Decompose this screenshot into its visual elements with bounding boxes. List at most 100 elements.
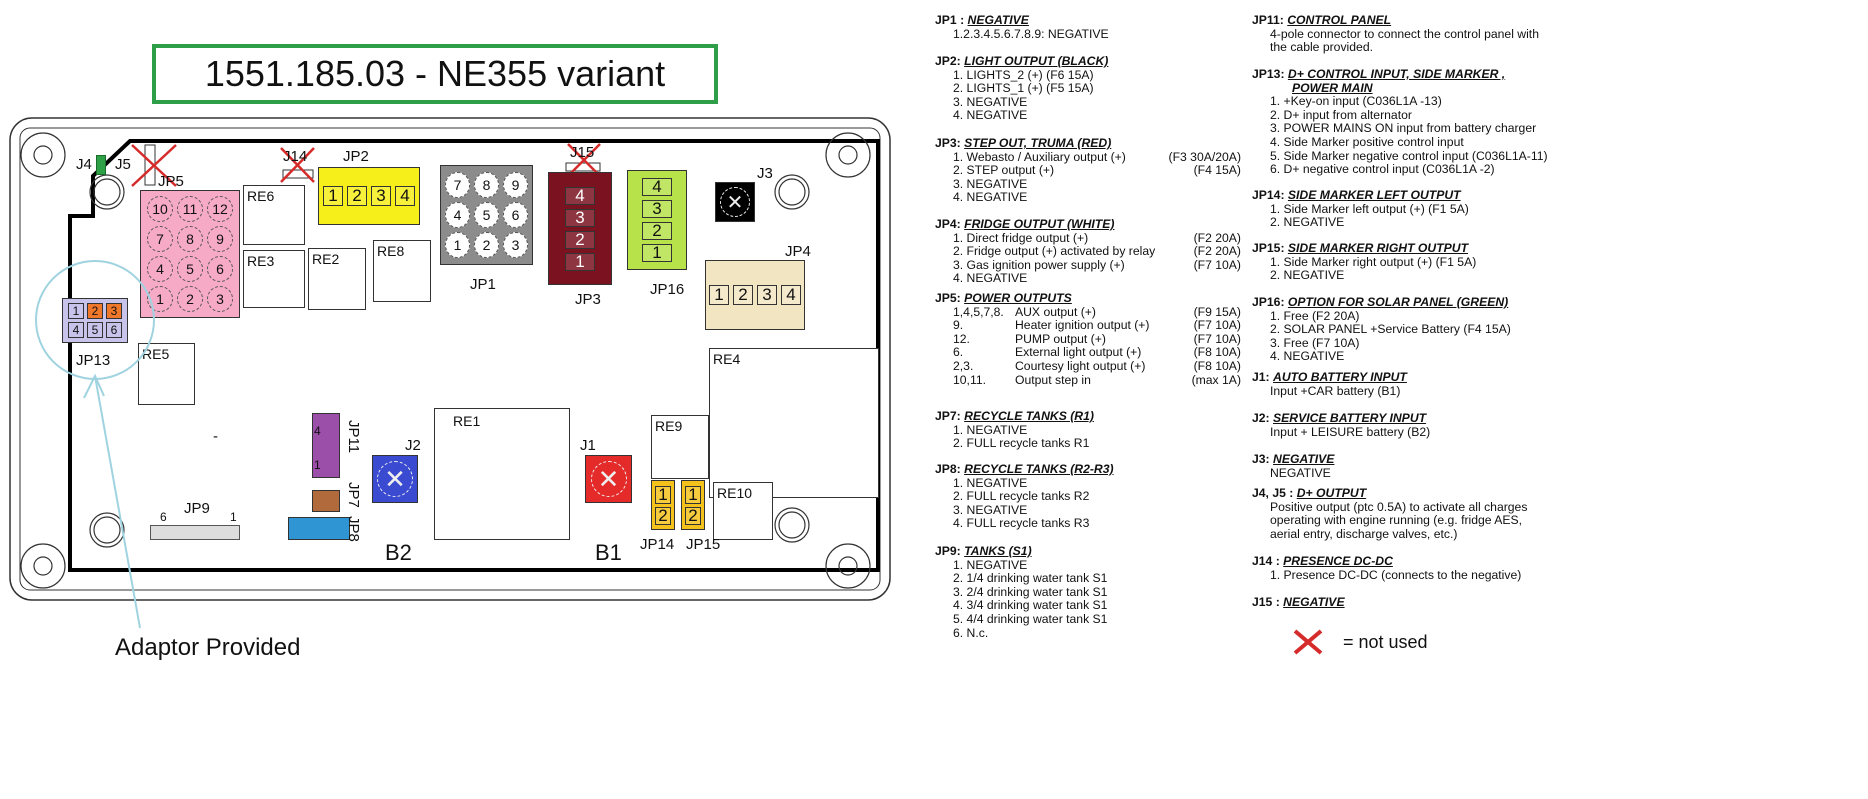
section-heading: JP5: POWER OUTPUTS	[935, 291, 1245, 306]
note-item: 4. NEGATIVE	[1252, 350, 1592, 364]
diagram-title: 1551.185.03 - NE355 variant	[152, 44, 718, 104]
item-description: 4. Side Marker positive control input	[1270, 134, 1464, 149]
pin: 1	[68, 303, 84, 319]
pin: 6	[106, 322, 122, 338]
j4-label: J4	[76, 156, 92, 173]
fuse-rating: (F7 10A)	[1193, 318, 1241, 333]
item-description: 2. NEGATIVE	[1270, 215, 1345, 230]
section-heading: JP15: SIDE MARKER RIGHT OUTPUT	[1252, 241, 1592, 256]
fuse-rating: (F8 10A)	[1193, 345, 1241, 360]
section-heading: J3: NEGATIVE	[1252, 452, 1592, 467]
jp14-label: JP14	[640, 536, 675, 553]
item-description: 4. NEGATIVE	[953, 190, 1028, 205]
item-description: 1. Side Marker left output (+) (F1 5A)	[1270, 201, 1469, 216]
relay-label: RE4	[713, 351, 741, 367]
note-item: 1. Side Marker right output (+) (F1 5A)	[1252, 255, 1592, 270]
section-heading: JP2: LIGHT OUTPUT (BLACK)	[935, 54, 1245, 69]
item-description: 2. 1/4 drinking water tank S1	[953, 571, 1108, 586]
pin: 4	[147, 256, 173, 282]
relay-re4: RE4	[709, 348, 879, 498]
item-description: Courtesy light output (+)	[1015, 358, 1146, 373]
note-item: 12.PUMP output (+)(F7 10A)	[935, 331, 1245, 347]
section-id: J4, J5 :	[1252, 486, 1294, 500]
relay-re6: RE6	[243, 185, 305, 245]
fuse-rating: (F7 10A)	[1193, 331, 1241, 346]
section-title: SIDE MARKER LEFT OUTPUT	[1287, 188, 1461, 202]
item-description: 3. POWER MAINS ON input from battery cha…	[1270, 121, 1537, 136]
note-section: JP4: FRIDGE OUTPUT (WHITE)1. Direct frid…	[935, 217, 1245, 286]
screw-icon: ✕	[720, 187, 750, 217]
pin-numbers: 10,11.	[953, 372, 986, 387]
note-item: 10,11.Output step in(max 1A)	[935, 372, 1245, 388]
relay-label: RE9	[655, 418, 683, 434]
j2-terminal: ✕	[372, 455, 418, 503]
note-item: 1. NEGATIVE	[935, 558, 1245, 573]
jp9-connector	[150, 525, 240, 540]
item-description: Input +CAR battery (B1)	[1270, 383, 1401, 398]
item-description: 1.2.3.4.5.6.7.8.9: NEGATIVE	[953, 26, 1109, 41]
pin: 11	[177, 196, 203, 222]
note-item: 1. NEGATIVE	[935, 423, 1245, 438]
pin: 8	[474, 172, 499, 198]
note-item: 1. Direct fridge output (+)(F2 20A)	[935, 230, 1245, 246]
fuse-rating: (F9 15A)	[1193, 304, 1241, 319]
section-title: SERVICE BATTERY INPUT	[1273, 411, 1427, 425]
j3-label: J3	[757, 165, 773, 182]
note-item: 3. Gas ignition power supply (+)(F7 10A)	[935, 258, 1245, 273]
note-item: 4. NEGATIVE	[935, 272, 1245, 286]
item-description: 1. NEGATIVE	[953, 475, 1028, 490]
relay-re10: RE10	[713, 482, 773, 540]
note-item: 2. STEP output (+)(F4 15A)	[935, 164, 1245, 178]
fuse-rating: (F2 20A)	[1193, 230, 1241, 245]
item-description: 4. NEGATIVE	[953, 271, 1028, 286]
note-item: 4. FULL recycle tanks R3	[935, 517, 1245, 531]
adaptor-provided-note: Adaptor Provided	[115, 634, 301, 661]
item-description: Positive output (ptc 0.5A) to activate a…	[1270, 499, 1528, 514]
item-description: 2. D+ input from alternator	[1270, 107, 1412, 122]
item-description: 4. 3/4 drinking water tank S1	[953, 598, 1108, 613]
note-item: 1. NEGATIVE	[935, 475, 1245, 491]
note-item: 4. 3/4 drinking water tank S1	[935, 599, 1245, 613]
jp7-label: JP7	[345, 482, 362, 508]
section-title-cont: POWER MAIN	[1252, 81, 1592, 96]
section-title: OPTION FOR SOLAR PANEL (GREEN)	[1287, 295, 1509, 309]
relay-label: RE10	[717, 485, 753, 501]
note-item: 4. NEGATIVE	[935, 191, 1245, 205]
pin: 3	[106, 303, 122, 319]
section-id: JP5:	[935, 291, 961, 305]
note-section: JP13: D+ CONTROL INPUT, SIDE MARKER ,POW…	[1252, 67, 1592, 177]
pin: 4	[565, 186, 595, 205]
note-item: 3. NEGATIVE	[935, 95, 1245, 110]
item-description: Output step in	[1015, 372, 1091, 387]
section-heading: JP16: OPTION FOR SOLAR PANEL (GREEN)	[1252, 295, 1592, 310]
note-item: aerial entry, discharge valves, etc.)	[1252, 527, 1592, 542]
section-heading: JP14: SIDE MARKER LEFT OUTPUT	[1252, 188, 1592, 203]
pin: 3	[371, 186, 391, 206]
section-title: CONTROL PANEL	[1287, 13, 1392, 27]
section-heading: J14 : PRESENCE DC-DC	[1252, 554, 1592, 569]
item-description: PUMP output (+)	[1015, 331, 1106, 346]
note-item: 3. NEGATIVE	[935, 503, 1245, 518]
section-title: AUTO BATTERY INPUT	[1273, 370, 1407, 384]
item-description: NEGATIVE	[1270, 465, 1331, 480]
pin: 4	[395, 186, 415, 206]
pin: 1	[685, 485, 701, 504]
pin: 3	[503, 232, 528, 258]
note-item: NEGATIVE	[1252, 465, 1592, 481]
mounting-holes	[20, 132, 871, 589]
note-item: 4. NEGATIVE	[935, 109, 1245, 123]
pin: 12	[207, 196, 233, 222]
item-description: 2. FULL recycle tanks R1	[953, 436, 1090, 451]
section-id: JP16:	[1252, 295, 1285, 309]
item-description: Input + LEISURE battery (B2)	[1270, 424, 1431, 439]
item-description: 1. LIGHTS_2 (+) (F6 15A)	[953, 67, 1094, 82]
relay-label: RE8	[377, 243, 405, 259]
